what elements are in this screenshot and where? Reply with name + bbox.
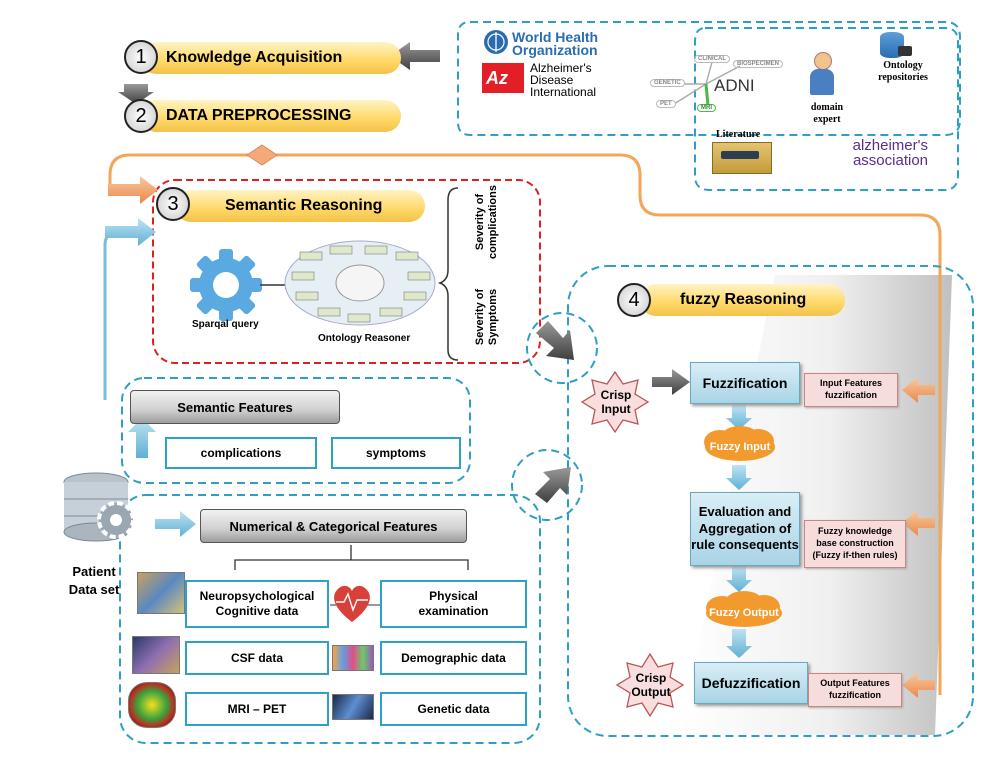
adni-node-mri: MRI — [697, 104, 716, 112]
complications-box: complications — [165, 437, 317, 469]
adni-node-biospecimen: BIOSPECIMEN — [733, 60, 784, 68]
genetic-box: Genetic data — [380, 692, 527, 726]
step-2-badge: 2 — [124, 99, 158, 133]
adni-node-pet: PET — [656, 100, 676, 108]
arrow-blue-patient-to-numcat — [155, 511, 196, 537]
orange-diamond — [246, 144, 278, 166]
fuzzification-box: Fuzzification — [690, 362, 800, 404]
symptoms-box: symptoms — [331, 437, 461, 469]
arrow-acquisition-to-preprocessing — [118, 84, 154, 104]
data-preprocessing-label: DATA PREPROCESSING — [140, 100, 401, 132]
mri-thumbnail — [128, 682, 176, 728]
database-repo-icon — [880, 32, 912, 58]
csf-thumbnail — [132, 636, 180, 674]
adni-title: ADNI — [714, 76, 755, 95]
ontology-graph — [284, 240, 436, 326]
arrow-crisp-to-fuzzification — [652, 369, 690, 395]
fuzzy-reasoning-label: fuzzy Reasoning — [640, 284, 845, 316]
fuzzy-reasoning-container — [567, 265, 974, 737]
semantic-features-container — [121, 377, 471, 484]
adi-logo — [482, 63, 524, 93]
arrow-down-fuzzification — [726, 405, 752, 430]
gear-shape — [190, 249, 262, 321]
fuzzy-input-label: Fuzzy Input — [709, 441, 771, 453]
books-icon — [712, 142, 772, 174]
step-4-badge: 4 — [617, 283, 651, 317]
arrow-down-evaluation — [726, 566, 752, 592]
database-icon — [63, 472, 135, 542]
arrow-orange-kb — [902, 510, 935, 536]
csf-box: CSF data — [185, 641, 329, 675]
defuzzification-box: Defuzzification — [694, 662, 808, 704]
arrow-down-fuzzy-output — [726, 629, 752, 658]
crisp-input-star — [580, 370, 650, 434]
heart-shape — [334, 585, 370, 622]
arrow-down-fuzzy-input — [726, 465, 752, 490]
arrow-sources-to-acquisition — [390, 42, 440, 70]
adni-node-clinical: CLINICAL — [694, 55, 730, 63]
arrow-orange-to-semantic — [108, 176, 158, 204]
sparql-query-label: Sparqal query — [192, 319, 259, 330]
orange-feedback-line — [108, 153, 942, 695]
fuzzy-output-label: Fuzzy Output — [709, 607, 779, 619]
mri-pet-box: MRI – PET — [185, 692, 329, 726]
sources-inner-container — [694, 27, 959, 191]
semantic-reasoning-label: Semantic Reasoning — [175, 190, 425, 222]
adi-logo-mark: Az — [486, 68, 508, 88]
arrow-blue-to-semantic — [105, 218, 156, 246]
arrow-blue-up-semantic-features — [128, 418, 156, 458]
literature-label: Literature — [716, 129, 761, 140]
who-emblem — [484, 30, 508, 54]
arrow-orange-output-feat — [902, 672, 935, 698]
blue-feedback-line — [103, 230, 150, 400]
fuzzy-output-cloud — [706, 591, 782, 627]
arrow-features-to-fuzzy — [535, 467, 571, 503]
demographic-thumbnail — [332, 645, 374, 671]
crisp-output-star — [615, 652, 685, 718]
semantic-features-header: Semantic Features — [130, 390, 340, 424]
knowledge-acquisition-label: Knowledge Acquisition — [140, 42, 401, 74]
genetic-thumbnail — [332, 694, 374, 720]
severity-bracket — [437, 187, 459, 361]
adni-node-genetic: GENETIC — [650, 79, 685, 87]
demographic-box: Demographic data — [380, 641, 527, 675]
numcat-features-header: Numerical & Categorical Features — [200, 509, 467, 543]
semantic-reasoning-container — [152, 179, 541, 364]
step-1-badge: 1 — [124, 40, 158, 74]
arrow-orange-input-feat — [902, 377, 935, 403]
ontology-reasoner-label: Ontology Reasoner — [318, 333, 411, 344]
step-3-badge: 3 — [156, 187, 190, 221]
domain-expert-icon — [808, 52, 836, 96]
arrow-semantic-to-fuzzy — [536, 321, 574, 360]
numcat-features-container — [119, 494, 541, 744]
fuzzy-input-cloud — [704, 426, 775, 461]
neuro-thumbnail — [137, 572, 185, 614]
